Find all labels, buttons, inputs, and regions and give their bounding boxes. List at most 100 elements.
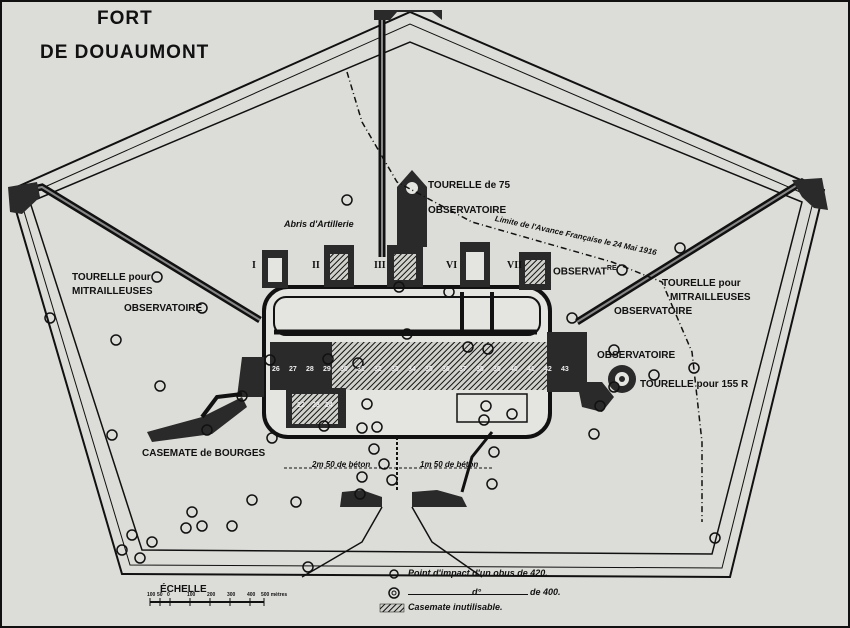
- impact-point: [322, 353, 334, 365]
- title-line1: FORT: [97, 8, 153, 29]
- west-coffer: [8, 182, 40, 214]
- impact-point: [462, 341, 474, 353]
- label-observatoire-left: OBSERVATOIRE: [124, 303, 203, 314]
- scale-tick-label: 400: [247, 592, 256, 598]
- inner-num-23: 23: [312, 402, 320, 409]
- legend-text-hatch: Casemate inutilisable.: [408, 602, 503, 612]
- casemate-number: 33: [391, 366, 399, 373]
- impact-point: [151, 271, 163, 283]
- impact-point: [401, 328, 413, 340]
- impact-point: [378, 458, 390, 470]
- legend-text-420: Point d'impact d'un obus de 420.: [408, 568, 548, 578]
- shelter-label-6: VI: [446, 260, 458, 271]
- impact-point: [302, 561, 314, 573]
- west-wing: [237, 357, 264, 397]
- impact-point: [674, 242, 686, 254]
- turret-75: [397, 170, 427, 247]
- bourges-casemate: [147, 397, 247, 442]
- outer-glacis: [8, 10, 826, 579]
- outer-glacis-inner: [19, 23, 815, 569]
- impact-point: [386, 474, 398, 486]
- scale-tick-label: 50: [157, 592, 163, 598]
- impact-point: [588, 428, 600, 440]
- impact-point: [266, 432, 278, 444]
- impact-point: [368, 443, 380, 455]
- impact-point: [264, 354, 276, 366]
- impact-point: [354, 488, 366, 500]
- east-coffer: [792, 178, 828, 210]
- casemate-number: 26: [272, 366, 280, 373]
- ditch: [29, 41, 803, 555]
- impact-point: [488, 446, 500, 458]
- title-line2: DE DOUAUMONT: [40, 42, 210, 63]
- impact-point: [371, 421, 383, 433]
- gallery-nw: [19, 183, 262, 323]
- casemate-number: 41: [527, 366, 535, 373]
- casemate-number: 32: [374, 366, 382, 373]
- casemate-number: 39: [493, 366, 501, 373]
- impact-point: [608, 344, 620, 356]
- shelter-label-1: I: [252, 260, 256, 271]
- impact-point: [341, 194, 353, 206]
- impact-point: [478, 414, 490, 426]
- impact-point: [110, 334, 122, 346]
- label-beton-right: 1m 50 de béton: [420, 460, 479, 469]
- impact-point: [486, 478, 498, 490]
- impact-point: [318, 420, 330, 432]
- label-observatoire-top: OBSERVATOIRE: [428, 205, 507, 216]
- casemate-number: 35: [425, 366, 433, 373]
- entrance-path: [301, 506, 383, 578]
- impact-point: [154, 380, 166, 392]
- casemate-number: 29: [323, 366, 331, 373]
- impact-point: [236, 390, 248, 402]
- impact-point: [126, 529, 138, 541]
- impact-point: [443, 286, 455, 298]
- impact-point: [616, 264, 628, 276]
- impact-point: [290, 496, 302, 508]
- scale-tick-label: 100: [187, 592, 196, 598]
- scale-ticks: [149, 598, 265, 606]
- label-tourelle-75: TOURELLE de 75: [428, 180, 511, 191]
- inner-num-22: 22: [297, 402, 305, 409]
- impact-point: [180, 522, 192, 534]
- casemate-number: 36: [442, 366, 450, 373]
- casemate-number: 37: [459, 366, 467, 373]
- impact-point: [116, 544, 128, 556]
- casemate-number: 30: [340, 366, 348, 373]
- casemate-number: 38: [476, 366, 484, 373]
- impact-point: [356, 471, 368, 483]
- legend-dash-line: [408, 594, 528, 595]
- casemate-number: 42: [544, 366, 552, 373]
- scale-tick-label: 100: [147, 592, 156, 598]
- shelter-label-7: VII: [507, 260, 523, 271]
- impact-point: [393, 281, 405, 293]
- legend-hatch: [379, 603, 405, 613]
- shelter-label-3: III: [374, 260, 386, 271]
- impact-point: [688, 362, 700, 374]
- label-tourelle-mit-left-1: TOURELLE pour: [72, 272, 151, 283]
- impact-point: [480, 400, 492, 412]
- inner-num-24: 24: [325, 402, 333, 409]
- impact-point: [196, 520, 208, 532]
- scale-tick-label: 500 mètres: [261, 592, 288, 598]
- impact-point: [648, 369, 660, 381]
- label-tourelle-mit-right-2: MITRAILLEUSES: [670, 292, 751, 303]
- impact-point: [506, 408, 518, 420]
- impact-point: [246, 494, 258, 506]
- impact-point: [146, 536, 158, 548]
- label-tourelle-mit-left-2: MITRAILLEUSES: [72, 286, 153, 297]
- label-observatoire-right: OBSERVATOIRE: [614, 306, 693, 317]
- shelter-label-2: II: [312, 260, 320, 271]
- scale-tick-label: 300: [227, 592, 236, 598]
- label-abris: Abris d'Artillerie: [284, 219, 354, 229]
- scale-tick-label: 200: [207, 592, 216, 598]
- casemate-number: 31: [357, 366, 365, 373]
- casemate-number: 43: [561, 366, 569, 373]
- legend-circle-400: [388, 587, 400, 599]
- impact-point: [201, 424, 213, 436]
- legend-text-400: de 400.: [530, 587, 561, 597]
- casemate-number: 40: [510, 366, 518, 373]
- impact-point: [709, 532, 721, 544]
- advance-limit: [346, 71, 703, 522]
- label-beton-left: 2m 50 de béton: [312, 460, 371, 469]
